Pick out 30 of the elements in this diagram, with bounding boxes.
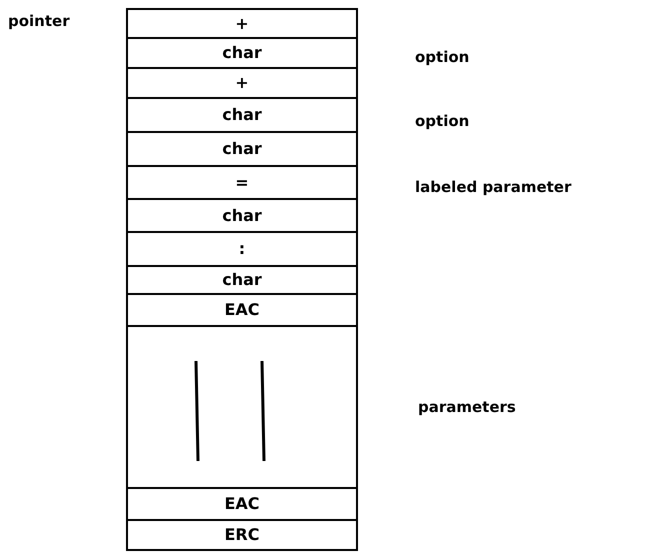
cell-text: char: [221, 106, 263, 124]
cell-text: char: [221, 140, 263, 158]
cell-text: EAC: [223, 495, 261, 513]
field-label: parameters: [418, 398, 516, 416]
memory-cell: [126, 67, 358, 99]
cell-text: =: [234, 174, 250, 192]
cell-text: :: [238, 240, 246, 258]
memory-cell: [126, 487, 358, 521]
field-label: option: [415, 112, 470, 130]
cell-text: +: [234, 14, 250, 32]
memory-cell: [126, 325, 358, 489]
memory-cell: [126, 265, 358, 295]
cell-text: EAC: [223, 301, 261, 319]
memory-cell: [126, 97, 358, 133]
memory-cell: [126, 519, 358, 551]
cell-text: char: [221, 206, 263, 224]
memory-cell: [126, 198, 358, 233]
field-label: labeled parameter: [415, 178, 572, 196]
field-label: pointer: [8, 12, 70, 30]
memory-cell: [126, 37, 358, 69]
memory-cell: [126, 8, 358, 39]
cell-text: char: [221, 44, 263, 62]
memory-cell: [126, 131, 358, 167]
field-label: option: [415, 48, 470, 66]
cell-text: +: [234, 74, 250, 92]
cell-text: char: [221, 271, 263, 289]
memory-cell: [126, 293, 358, 327]
cell-text: ERC: [224, 526, 260, 544]
memory-cell: [126, 165, 358, 200]
memory-cell: [126, 231, 358, 267]
